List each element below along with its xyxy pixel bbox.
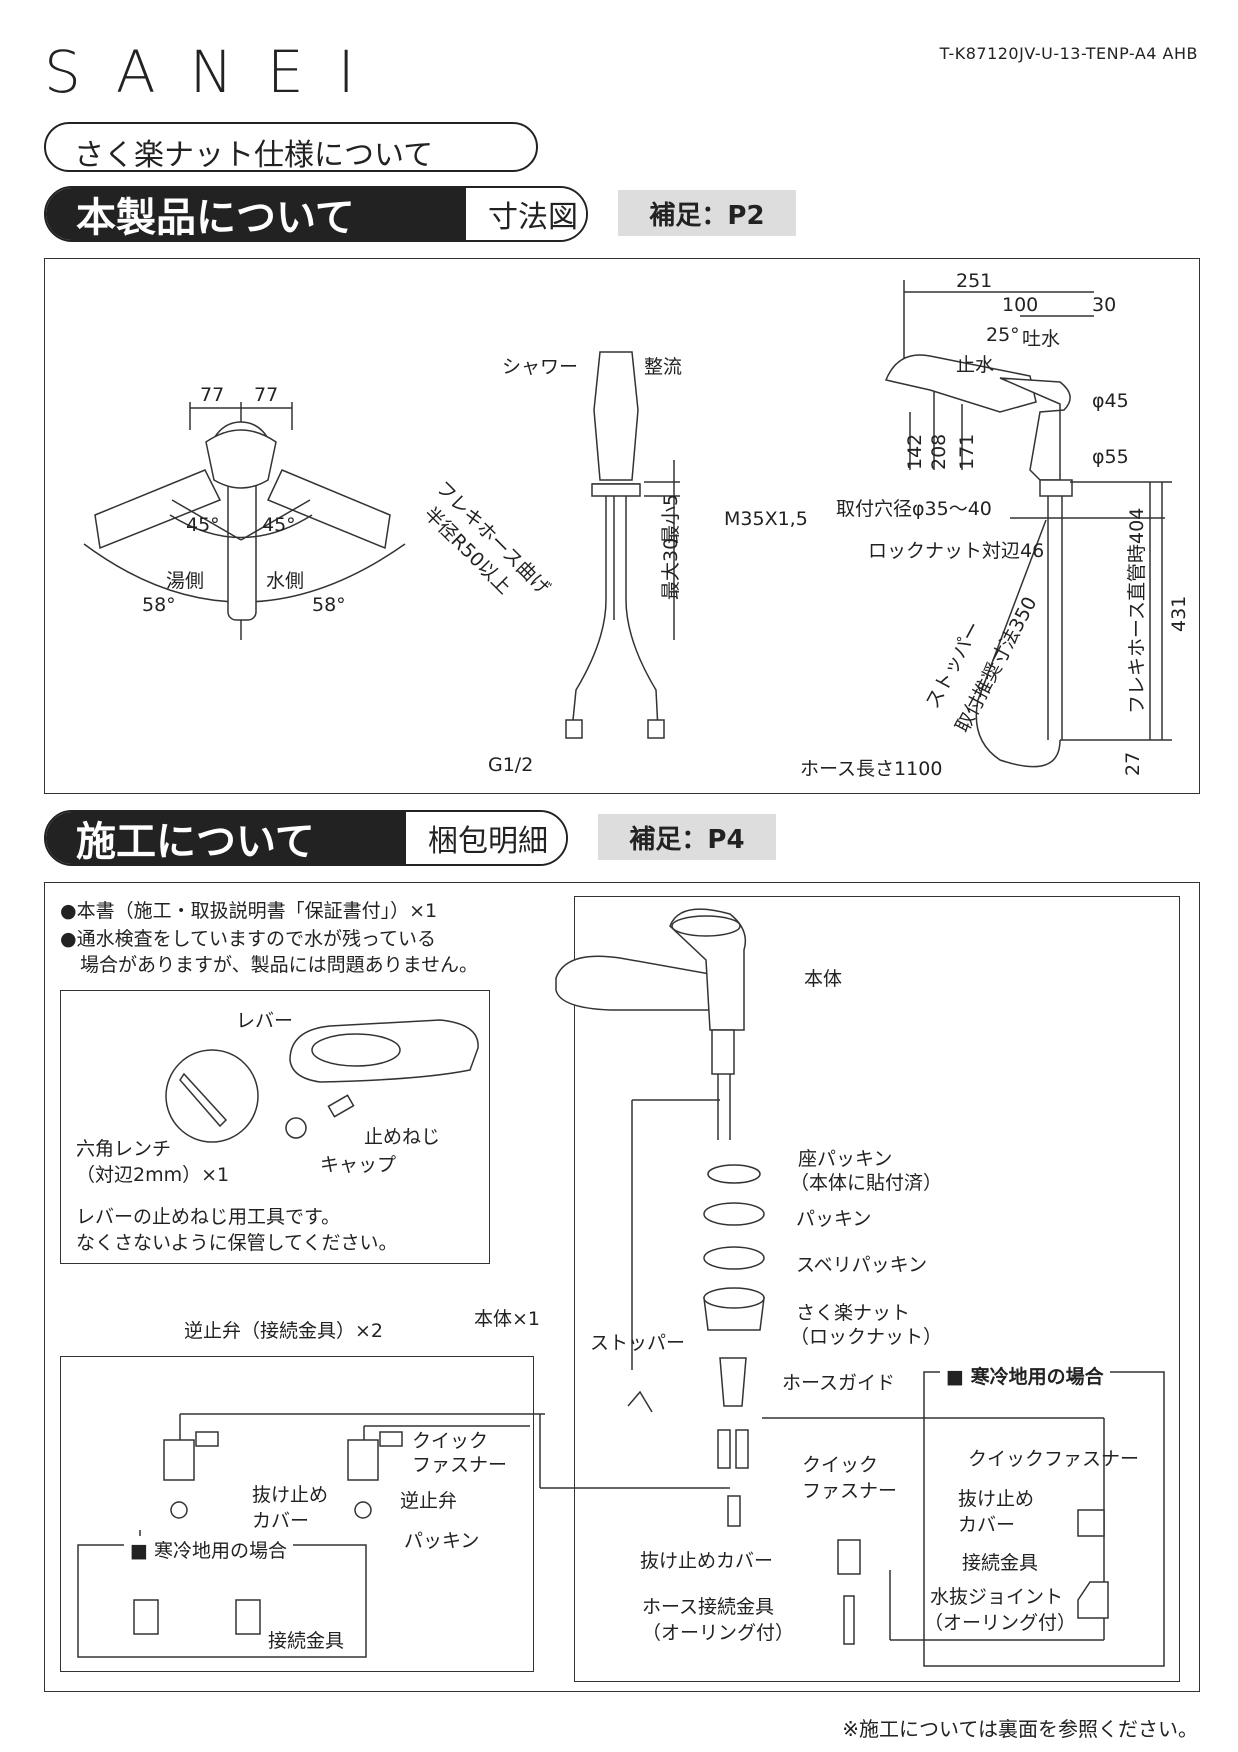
section2-title: 施工について [46,812,406,864]
dim-251: 251 [956,270,993,292]
angle-45-left: 45° [186,514,220,536]
cover-label-2: カバー [252,1510,310,1532]
check-valve-box [60,1356,534,1672]
dim-30: 30 [1092,294,1117,316]
stream-label: 整流 [644,356,683,378]
footer-note: ※施工については裏面を参照ください。 [842,1717,1198,1741]
section1-title: 本製品について [46,188,466,240]
fastener-label: ファスナー [412,1454,508,1476]
cover3-label-1: 抜け止め [958,1488,1035,1510]
document-id: T-K87120JV-U-13-TENP-A4 AHB [939,44,1198,63]
angle-45-right: 45° [262,514,296,536]
fitting-label-left: 接続金具 [268,1630,345,1652]
spec-title: さく楽ナット仕様について [74,138,434,173]
g12-label: G1/2 [488,754,534,776]
hole-label: 取付穴径φ35～40 [836,498,992,520]
pack-item-water-note-2: 場合がありますが、製品には問題ありません。 [80,954,479,976]
oring-label: （オーリング付） [642,1622,795,1644]
lever-tool-box [60,990,490,1264]
tool-note-2: なくさないように保管してください。 [76,1232,398,1254]
locknut-label: ロックナット対辺46 [868,540,1045,562]
cover-label-1: 抜け止め [252,1484,329,1506]
quick-fastener-label: クイックファスナー [968,1448,1140,1470]
valve-label: 逆止弁 [400,1490,458,1512]
tool-note-1: レバーの止めねじ用工具です。 [76,1206,341,1228]
dimension-diagram-box [44,258,1200,794]
spout-label: 吐水 [1022,328,1061,350]
cap-label: キャップ [320,1154,397,1176]
slide-packing-label: スベリパッキン [796,1254,928,1276]
body-label: 本体 [804,968,843,990]
seat-packing-note: （本体に貼付済） [790,1172,943,1194]
nut-note: （ロックナット） [790,1326,943,1348]
packing-box [44,882,1200,1692]
body-x1-label: 本体×1 [474,1308,541,1330]
packing-label: パッキン [404,1530,480,1552]
phi-45: φ45 [1092,390,1129,412]
section1-tag: 補足：P2 [618,190,796,236]
cold-side-label: 水側 [266,570,305,592]
body-parts-box [574,896,1180,1682]
seat-packing-label: 座パッキン [798,1148,893,1170]
cover-full-label: 抜け止めカバー [640,1550,774,1572]
brand-logo: SANEI [44,38,389,106]
quick-label: クイック [412,1430,489,1452]
dim-77-left: 77 [200,384,225,406]
oring2-label: （オーリング付） [924,1612,1077,1634]
pack-item-manual: ●本書（施工・取扱説明書「保証書付」）×1 [60,900,438,922]
quick2-label: クイック [802,1454,879,1476]
dim-77-right: 77 [254,384,279,406]
dim-100: 100 [1002,294,1039,316]
stopper-part-label: ストッパー [590,1332,686,1354]
angle-58-left: 58° [142,594,176,616]
section2-header: 施工について 梱包明細 [44,810,568,866]
fastener2-label: ファスナー [802,1480,898,1502]
hot-side-label: 湯側 [166,570,205,592]
lever-label: レバー [236,1010,294,1032]
stop-label: 止水 [956,354,995,376]
section1-header: 本製品について 寸法図 [44,186,588,242]
cold-region-label-right: ■ 寒冷地用の場合 [940,1362,1110,1389]
m35-label: M35X1,5 [724,508,808,530]
phi-55: φ55 [1092,446,1129,468]
section2-subtitle: 梱包明細 [406,812,566,864]
pack-item-water-note-1: ●通水検査をしていますので水が残っている [60,928,437,950]
setscrew-label: 止めねじ [364,1126,441,1148]
wrench-size-label: （対辺2mm）×1 [76,1164,230,1186]
check-valve-title: 逆止弁（接続金具）×2 [184,1320,384,1342]
section1-subtitle: 寸法図 [466,188,586,240]
cover3-label-2: カバー [958,1514,1016,1536]
fitting2-label: 接続金具 [962,1552,1039,1574]
section2-tag: 補足：P4 [598,814,776,860]
hose-fitting-label: ホース接続金具 [642,1596,775,1618]
nut-label: さく楽ナット [796,1302,911,1324]
hose-guide-label: ホースガイド [782,1372,896,1394]
shower-label: シャワー [502,356,579,378]
drain-joint-label: 水抜ジョイント [930,1586,1064,1608]
angle-58-right: 58° [312,594,346,616]
wrench-label: 六角レンチ [76,1138,172,1160]
packing2-label: パッキン [796,1208,872,1230]
angle-25: 25° [986,324,1020,346]
cold-region-label-left: ■ 寒冷地用の場合 [124,1536,293,1563]
hose-length-label: ホース長さ1100 [800,758,943,780]
spec-title-pill: さく楽ナット仕様について [44,122,538,173]
